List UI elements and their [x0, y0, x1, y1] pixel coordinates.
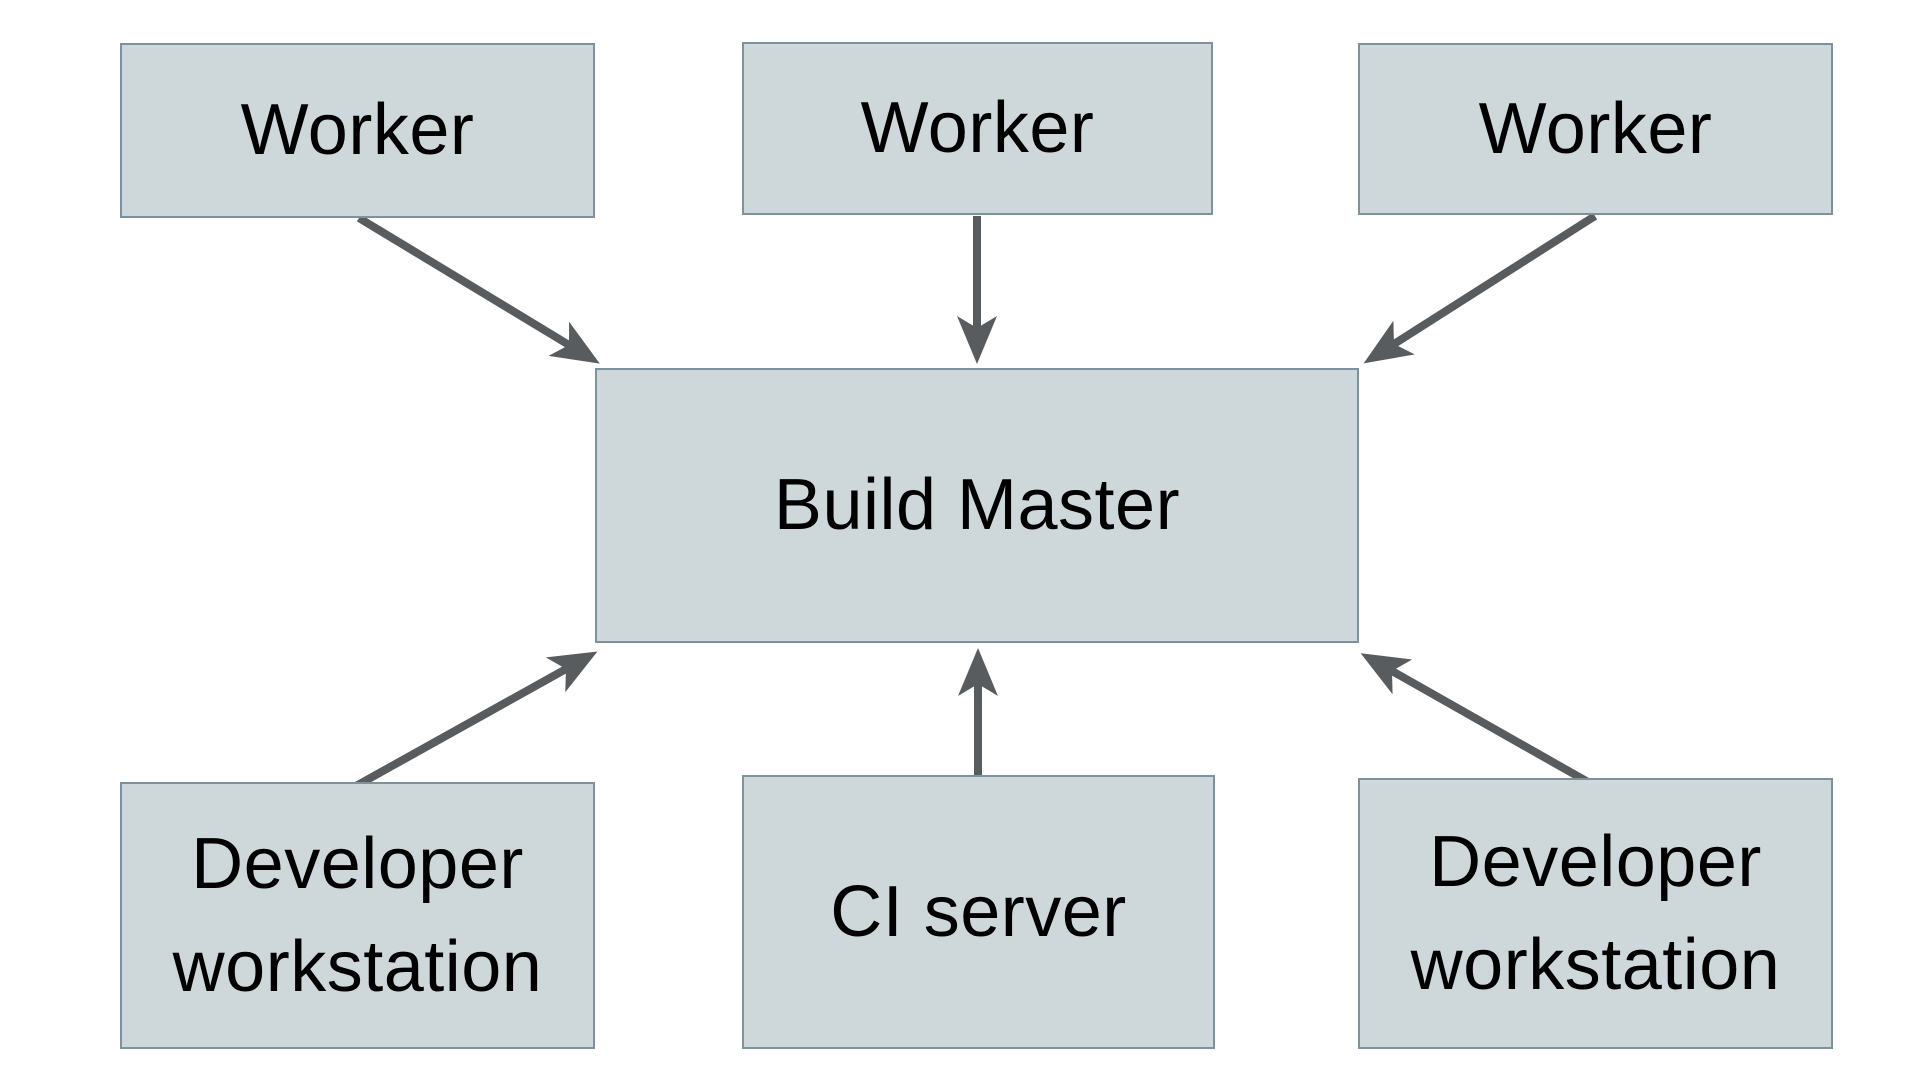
node-developer-workstation-1: Developer workstation — [120, 782, 595, 1049]
node-worker-2-label: Worker — [860, 88, 1095, 169]
node-developer-workstation-1-label: Developer workstation — [172, 824, 543, 1007]
node-worker-1: Worker — [120, 43, 595, 218]
edge-worker-1-to-build-master — [356, 214, 600, 364]
node-worker-2: Worker — [742, 42, 1213, 215]
node-worker-1-label: Worker — [240, 90, 475, 171]
node-worker-3-label: Worker — [1478, 88, 1713, 169]
node-build-master-label: Build Master — [773, 465, 1181, 546]
edge-dev-workstation-1-to-build-master — [354, 651, 598, 790]
node-developer-workstation-2: Developer workstation — [1358, 778, 1833, 1049]
node-worker-3: Worker — [1358, 43, 1833, 215]
node-developer-workstation-2-label: Developer workstation — [1410, 822, 1781, 1005]
edge-worker-3-to-build-master — [1363, 212, 1598, 364]
node-ci-server-label: CI server — [830, 871, 1127, 952]
node-ci-server: CI server — [742, 775, 1215, 1049]
edge-dev-workstation-2-to-build-master — [1360, 653, 1597, 790]
node-build-master: Build Master — [595, 368, 1359, 643]
